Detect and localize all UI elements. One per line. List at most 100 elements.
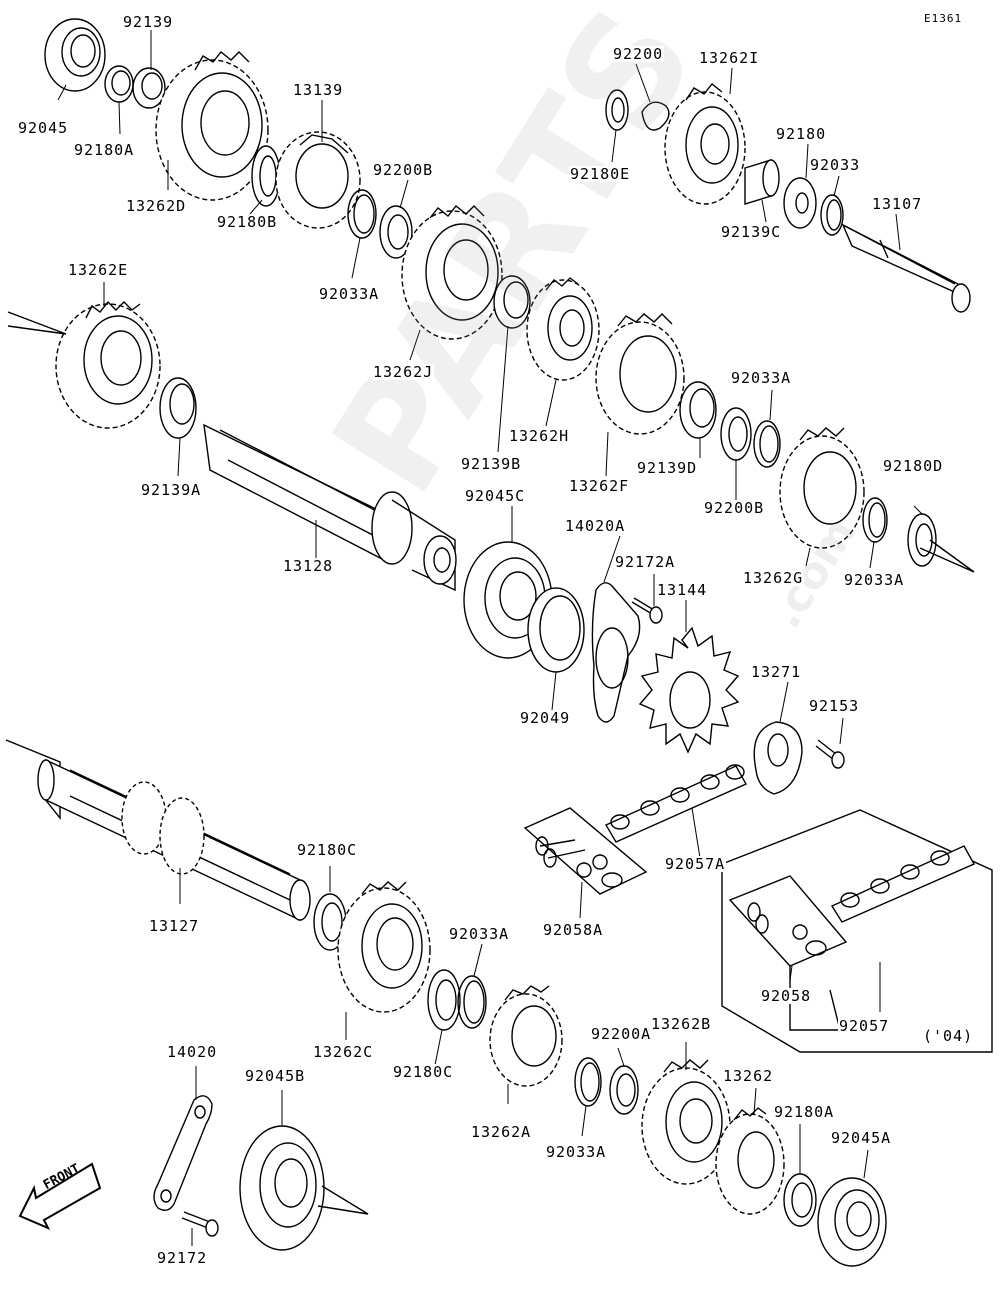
part-label[interactable]: 92033A <box>843 571 906 589</box>
bushing-92139B <box>494 276 530 328</box>
bearing-92045B <box>240 1126 324 1250</box>
washer-92180D <box>908 514 936 566</box>
gear-13262F <box>596 314 684 434</box>
washer-92200B-top <box>380 206 412 258</box>
part-label[interactable]: 13262D <box>125 197 188 215</box>
part-label[interactable]: 92045B <box>244 1067 307 1085</box>
washer-92180A-bottom <box>784 1174 816 1226</box>
circlip-92033A-lower <box>458 976 486 1028</box>
part-label[interactable]: 92045 <box>17 119 70 137</box>
chain-joint-92058A <box>525 808 646 894</box>
part-label[interactable]: 13262A <box>470 1123 533 1141</box>
part-label[interactable]: 92172A <box>614 553 677 571</box>
part-label[interactable]: 92180B <box>216 213 279 231</box>
part-label[interactable]: 13262C <box>312 1043 375 1061</box>
gear-13262E <box>56 302 160 428</box>
part-label[interactable]: 92180A <box>73 141 136 159</box>
part-label[interactable]: 92033A <box>730 369 793 387</box>
circlip-92033A-top <box>348 190 376 238</box>
variant-04-box <box>722 810 992 1052</box>
part-label[interactable]: 92200B <box>703 499 766 517</box>
washer-92180B <box>252 146 280 206</box>
part-label[interactable]: 13262G <box>742 569 805 587</box>
part-label[interactable]: 92180E <box>569 165 632 183</box>
part-label[interactable]: 13262E <box>67 261 130 279</box>
part-label[interactable]: 13262H <box>508 427 571 445</box>
part-label[interactable]: 92045C <box>464 487 527 505</box>
part-label[interactable]: 92057A <box>664 855 727 873</box>
part-label[interactable]: 92153 <box>808 697 861 715</box>
bushing-92139 <box>133 68 165 108</box>
part-label[interactable]: 14020A <box>564 517 627 535</box>
sprocket-13144 <box>640 628 738 752</box>
shaft-axis-arrow-right <box>920 540 974 572</box>
part-label[interactable]: 92180 <box>775 125 828 143</box>
part-label[interactable]: 13262F <box>568 477 631 495</box>
shaft-axis-arrow-left <box>8 312 66 334</box>
part-label[interactable]: 92139 <box>122 13 175 31</box>
front-arrow-icon <box>20 1164 100 1228</box>
washer-92200 <box>642 102 669 130</box>
part-label[interactable]: 92049 <box>519 709 572 727</box>
part-label[interactable]: 92180A <box>773 1103 836 1121</box>
part-label[interactable]: 92180C <box>296 841 359 859</box>
part-label[interactable]: 92180C <box>392 1063 455 1081</box>
variant-label: ('04) <box>923 1027 974 1045</box>
circlip-92033A-right <box>863 498 887 542</box>
bushing-92139D <box>680 382 716 438</box>
part-label[interactable]: 92139A <box>140 481 203 499</box>
part-label[interactable]: 14020 <box>166 1043 219 1061</box>
part-label[interactable]: 92200A <box>590 1025 653 1043</box>
diagram-code: E1361 <box>924 12 963 25</box>
part-label[interactable]: 13107 <box>871 195 924 213</box>
washer-92180 <box>784 178 816 228</box>
part-label[interactable]: 92139D <box>636 459 699 477</box>
part-label[interactable]: 13128 <box>282 557 335 575</box>
part-label[interactable]: 13144 <box>656 581 709 599</box>
bolt-92153 <box>816 740 844 768</box>
plate-14020 <box>154 1096 212 1210</box>
part-label[interactable]: 92033A <box>448 925 511 943</box>
bushing-92139A <box>160 378 196 438</box>
part-label[interactable]: 92033A <box>545 1143 608 1161</box>
part-label[interactable]: 92139B <box>460 455 523 473</box>
part-label[interactable]: 92033A <box>318 285 381 303</box>
bushing-92139C <box>745 160 779 204</box>
gear-13262I <box>665 84 745 204</box>
part-label[interactable]: 92139C <box>720 223 783 241</box>
washer-92180C-right <box>428 970 460 1030</box>
part-label[interactable]: 13262I <box>698 49 761 67</box>
washer-92200B-mid <box>721 408 751 460</box>
washer-92180E <box>606 90 628 130</box>
circlip-92033A-bottom <box>575 1058 601 1106</box>
part-label[interactable]: 92045A <box>830 1129 893 1147</box>
part-label[interactable]: 13262J <box>372 363 435 381</box>
part-label[interactable]: 13271 <box>750 663 803 681</box>
part-label[interactable]: 92057 <box>838 1017 891 1035</box>
part-label[interactable]: 13139 <box>292 81 345 99</box>
gear-13262C <box>338 882 430 1012</box>
hub-13262A <box>490 986 562 1086</box>
part-label[interactable]: 92058A <box>542 921 605 939</box>
plate-14020A <box>592 583 639 722</box>
oil-seal-92049 <box>528 588 584 672</box>
shaft-13107 <box>843 225 970 312</box>
part-label[interactable]: 92180D <box>882 457 945 475</box>
gear-13262D <box>156 52 268 200</box>
part-label[interactable]: 92200B <box>372 161 435 179</box>
washer-92180A <box>105 66 133 102</box>
bearing-92045A <box>818 1178 886 1266</box>
shaft-13127 <box>38 760 310 920</box>
part-label[interactable]: 92033 <box>809 156 862 174</box>
part-label[interactable]: 13262B <box>650 1015 713 1033</box>
shaft-13128 <box>204 425 456 590</box>
lock-plate-13271 <box>754 722 802 794</box>
part-label[interactable]: 92172 <box>156 1249 209 1267</box>
part-label[interactable]: 92058 <box>760 987 813 1005</box>
bearing-92045 <box>45 19 105 91</box>
part-label[interactable]: 13127 <box>148 917 201 935</box>
part-label[interactable]: 13262 <box>722 1067 775 1085</box>
part-label[interactable]: 92200 <box>612 45 665 63</box>
